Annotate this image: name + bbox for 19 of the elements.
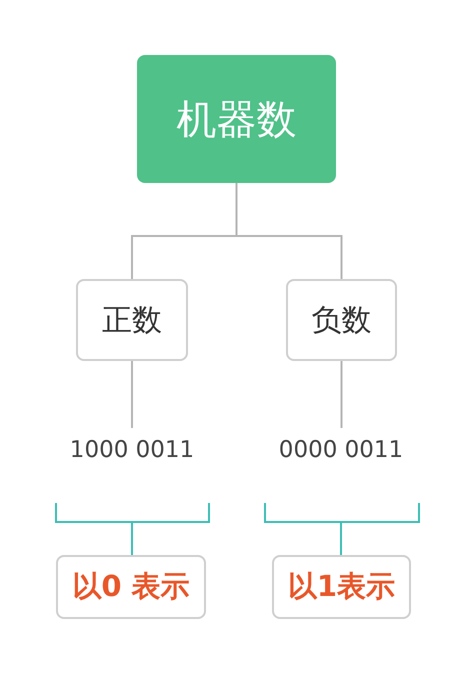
category-box	[76, 279, 188, 361]
bracket	[264, 503, 420, 523]
node-label: 以1表示	[288, 568, 396, 605]
result-box	[272, 555, 411, 619]
node-label: 负数	[312, 302, 372, 340]
node-label: 机器数	[176, 96, 296, 144]
connector-line	[131, 361, 133, 428]
bracket	[55, 503, 210, 523]
binary-value: 1000 0011	[70, 436, 194, 465]
connector-line	[340, 361, 342, 428]
root-box	[137, 55, 336, 183]
connector-line	[131, 522, 133, 555]
node-label: 正数	[102, 302, 162, 340]
connector-line	[236, 183, 342, 279]
connector-line	[340, 522, 342, 555]
node-label: 以0 表示	[72, 568, 190, 605]
binary-value: 0000 0011	[278, 436, 404, 465]
category-box	[286, 279, 397, 361]
result-box	[56, 555, 206, 619]
